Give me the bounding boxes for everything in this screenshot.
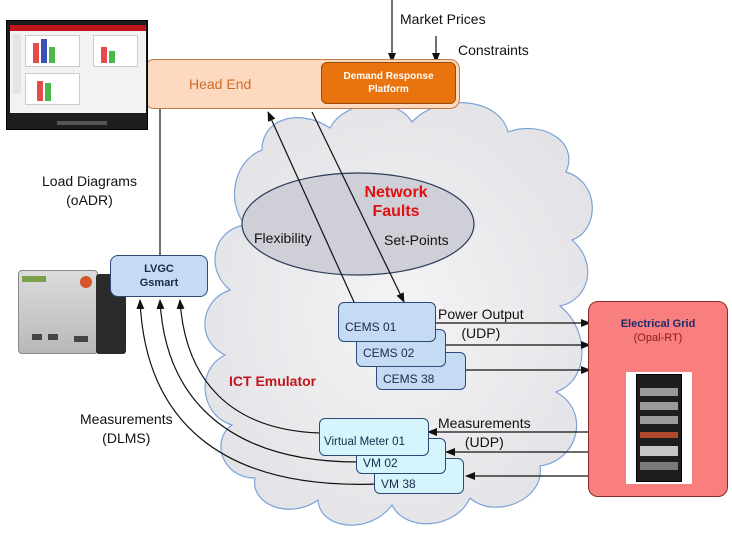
opal-rt-rack-photo xyxy=(626,372,692,484)
set-points-arrow xyxy=(311,111,405,303)
set-points-label: Set-Points xyxy=(384,232,449,248)
network-faults-label: Network Faults xyxy=(356,183,436,221)
drp-label-line1: Demand Response xyxy=(343,71,434,82)
network-faults-ellipse xyxy=(241,172,475,276)
vm-38-label: VM 38 xyxy=(381,477,416,491)
power-output-label: Power Output (UDP) xyxy=(438,305,524,343)
ict-emulator-label: ICT Emulator xyxy=(229,373,317,389)
flexibility-label: Flexibility xyxy=(254,230,312,246)
electrical-grid-line2: (Opal-RT) xyxy=(633,332,683,344)
measurements-dlms-line1: Measurements xyxy=(80,411,173,427)
measurements-dlms-label: Measurements (DLMS) xyxy=(80,410,173,448)
lvgc-gsmart-box: LVGC Gsmart xyxy=(110,255,208,297)
electrical-grid-line1: Electrical Grid xyxy=(620,318,696,330)
load-diagrams-line2: (oADR) xyxy=(66,192,113,208)
vm-02-label: VM 02 xyxy=(363,456,398,470)
measurements-dlms-line2: (DLMS) xyxy=(102,430,151,446)
dlms-arrow-01 xyxy=(176,299,321,434)
cems-01-label: CEMS 01 xyxy=(345,320,397,334)
dlms-arrow-02 xyxy=(156,299,359,463)
dlms-arrow-38 xyxy=(136,299,379,485)
demand-response-platform-box: Demand Response Platform xyxy=(321,62,456,104)
cems-38-label: CEMS 38 xyxy=(383,372,435,386)
cems-01-box: CEMS 01 xyxy=(338,302,436,342)
load-diagrams-line1: Load Diagrams xyxy=(42,173,137,189)
market-prices-label: Market Prices xyxy=(400,11,486,27)
power-output-line1: Power Output xyxy=(438,306,524,322)
network-faults-line1: Network xyxy=(364,184,428,201)
virtual-meter-01-label: Virtual Meter 01 xyxy=(324,436,405,448)
lvgc-device-photo xyxy=(18,270,128,358)
load-diagrams-label: Load Diagrams (oADR) xyxy=(42,172,137,210)
measurements-udp-line1: Measurements xyxy=(438,415,531,431)
measurements-udp-label: Measurements (UDP) xyxy=(438,414,531,452)
lvgc-label-line1: LVGC xyxy=(144,263,174,275)
virtual-meter-01-box: Virtual Meter 01 xyxy=(319,418,429,456)
head-end-label: Head End xyxy=(189,76,252,92)
head-end-software-screenshot xyxy=(6,20,148,130)
drp-label-line2: Platform xyxy=(368,84,409,95)
constraints-label: Constraints xyxy=(458,42,529,58)
network-faults-line2: Faults xyxy=(372,203,420,220)
flexibility-arrow xyxy=(267,111,355,303)
power-output-line2: (UDP) xyxy=(461,325,501,341)
measurements-udp-line2: (UDP) xyxy=(464,434,504,450)
cems-02-label: CEMS 02 xyxy=(363,346,415,360)
lvgc-label-line2: Gsmart xyxy=(139,277,179,289)
